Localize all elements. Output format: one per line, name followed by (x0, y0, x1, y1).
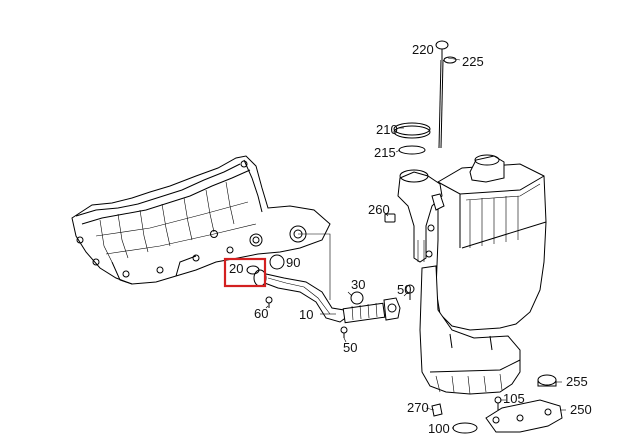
callout-100: 100 (428, 421, 450, 436)
oil-reservoir (397, 154, 547, 395)
callout-50-lower: 50 (343, 340, 357, 355)
callout-50-upper: 50 (397, 282, 411, 297)
callout-250: 250 (570, 402, 592, 417)
leader-lines (265, 57, 566, 429)
oil-return-pipe (253, 269, 401, 324)
callout-225: 225 (462, 54, 484, 69)
oil-pan (71, 155, 331, 300)
dipstick (435, 40, 457, 149)
callout-215: 215 (374, 145, 396, 160)
callout-210: 210 (376, 122, 398, 137)
callout-90: 90 (286, 255, 300, 270)
callout-255: 255 (566, 374, 588, 389)
callout-30: 30 (351, 277, 365, 292)
callout-60: 60 (254, 306, 268, 321)
pipe-fasteners (246, 213, 415, 338)
callout-105: 105 (503, 391, 525, 406)
callout-260: 260 (368, 202, 390, 217)
callout-10: 10 (299, 307, 313, 322)
callout-labels: 220 225 210 215 260 20 90 30 50 60 10 50… (229, 42, 592, 436)
callout-220: 220 (412, 42, 434, 57)
filler-cap-seals (393, 122, 431, 155)
callout-270: 270 (407, 400, 429, 415)
callout-20: 20 (229, 261, 243, 276)
bottom-parts (431, 374, 563, 434)
highlight-box (223, 257, 267, 288)
